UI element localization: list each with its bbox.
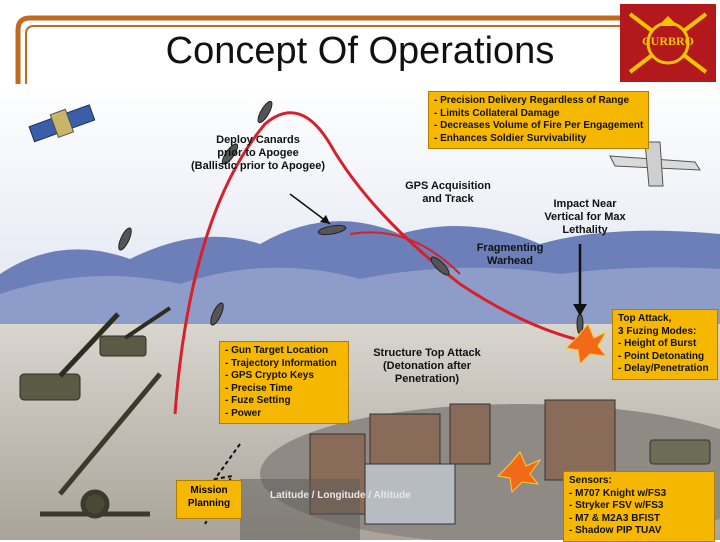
attack-item: Top Attack, bbox=[618, 313, 672, 324]
projectile bbox=[210, 302, 224, 326]
mission-line: Planning bbox=[187, 498, 231, 509]
latlon-label: Latitude / Longitude / Altitude bbox=[270, 490, 411, 501]
label-line: (Ballistic prior to Apogee) bbox=[190, 160, 326, 172]
label-line: Structure Top Attack bbox=[373, 347, 481, 359]
sensor-item: - Shadow PIP TUAV bbox=[569, 525, 662, 536]
projectile bbox=[257, 100, 273, 124]
label-line: Impact Near bbox=[553, 198, 617, 210]
gun-info-item: - GPS Crypto Keys bbox=[225, 370, 314, 381]
uav-icon bbox=[609, 141, 701, 187]
sensor-item: Sensors: bbox=[569, 475, 612, 486]
top-attack-box: Top Attack, 3 Fuzing Modes: - Height of … bbox=[612, 309, 718, 380]
benefit-item: - Precision Delivery Regardless of Range bbox=[434, 95, 630, 106]
projectile bbox=[430, 256, 450, 276]
slide-header: Concept Of Operations CURBRO bbox=[0, 0, 720, 84]
sensors-box: Sensors: - M707 Knight w/FS3 - Stryker F… bbox=[563, 471, 715, 542]
satellite-icon bbox=[28, 104, 96, 143]
gun-info-item: - Gun Target Location bbox=[225, 345, 329, 356]
label-line: Fragmenting bbox=[476, 242, 544, 254]
benefit-item: - Enhances Soldier Survivability bbox=[434, 132, 587, 144]
gun-info-item: - Trajectory Information bbox=[225, 357, 337, 369]
attack-item: 3 Fuzing Modes: bbox=[618, 325, 697, 337]
attack-item: - Height of Burst bbox=[618, 338, 697, 349]
label-line: Penetration) bbox=[394, 373, 460, 385]
mission-line: Mission bbox=[190, 485, 228, 496]
towed-howitzer-icon bbox=[40, 372, 162, 519]
benefit-item: - Limits Collateral Damage bbox=[434, 107, 560, 119]
trajectory-arc bbox=[173, 111, 576, 415]
label-line: GPS Acquisition bbox=[405, 180, 491, 192]
projectile bbox=[118, 227, 132, 251]
label-canards: Deploy Canards prior to Apogee (Ballisti… bbox=[178, 134, 338, 173]
label-line: (Detonation after bbox=[383, 360, 471, 372]
logo-text: CURBRO bbox=[641, 34, 694, 48]
sensor-item: - M7 & M2A3 BFIST bbox=[569, 512, 661, 524]
sensor-item: - Stryker FSV w/FS3 bbox=[569, 500, 664, 511]
gun-info-item: - Fuze Setting bbox=[225, 395, 291, 406]
label-structure: Structure Top Attack (Detonation after P… bbox=[362, 347, 492, 386]
secondary-trajectory bbox=[349, 231, 461, 275]
vehicle-icon bbox=[649, 439, 711, 465]
label-impact: Impact Near Vertical for Max Lethality bbox=[530, 198, 640, 237]
label-line: Lethality bbox=[562, 224, 608, 236]
explosion-icon bbox=[496, 323, 608, 494]
label-line: prior to Apogee bbox=[217, 147, 299, 159]
label-line: Deploy Canards bbox=[216, 134, 300, 146]
label-line: Vertical for Max bbox=[544, 211, 626, 223]
label-fragmenting: Fragmenting Warhead bbox=[465, 242, 555, 268]
mission-planning-box: Mission Planning bbox=[176, 480, 242, 519]
label-gps: GPS Acquisition and Track bbox=[388, 180, 508, 206]
benefits-box: - Precision Delivery Regardless of Range… bbox=[428, 91, 650, 149]
benefit-item: - Decreases Volume of Fire Per Engagemen… bbox=[434, 120, 644, 131]
projectile bbox=[317, 224, 347, 236]
gun-info-box: - Gun Target Location - Trajectory Infor… bbox=[219, 341, 349, 424]
unit-logo: CURBRO bbox=[620, 4, 716, 82]
attack-item: - Delay/Penetration bbox=[618, 363, 709, 374]
page-title: Concept Of Operations bbox=[165, 30, 555, 72]
gun-info-item: - Precise Time bbox=[225, 382, 293, 394]
title-frame bbox=[15, 15, 620, 84]
crest-icon bbox=[620, 4, 716, 82]
label-line: Warhead bbox=[486, 255, 534, 267]
attack-item: - Point Detonating bbox=[618, 350, 705, 362]
gun-info-item: - Power bbox=[225, 407, 262, 419]
sensor-item: - M707 Knight w/FS3 bbox=[569, 487, 667, 499]
howitzer-icon bbox=[19, 306, 172, 401]
label-line: and Track bbox=[422, 193, 474, 205]
projectile bbox=[221, 143, 239, 165]
